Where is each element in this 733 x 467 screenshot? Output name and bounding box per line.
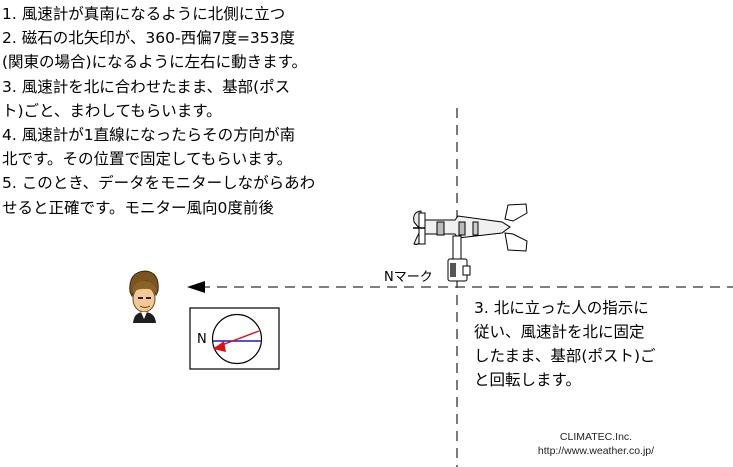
compass-n-label: N (197, 332, 207, 347)
website-url: http://www.weather.co.jp/ (537, 445, 655, 457)
instruction-line: (関東の場合)になるように左右に動きます。 (2, 53, 308, 72)
side-note-line: したまま、基部(ポスト)ご (474, 347, 656, 365)
sight-arrowhead (187, 281, 205, 293)
compass-north-arrow (213, 341, 226, 352)
instruction-line: 5. このとき、データをモニターしながらあわ (2, 174, 316, 193)
anemometer-icon (413, 203, 528, 282)
credit-block: CLIMATEC.Inc. http://www.weather.co.jp/ (506, 430, 686, 458)
instruction-line: せると正確です。モニター風向0度前後 (2, 198, 274, 217)
side-note-line: 3. 北に立った人の指示に (474, 299, 649, 317)
person-icon (129, 270, 159, 323)
instruction-line: 北です。その位置で固定してもらいます。 (2, 150, 293, 169)
side-note: 3. 北に立った人の指示に 従い、風速計を北に固定 したまま、基部(ポスト)ご … (474, 296, 724, 392)
side-note-line: 従い、風速計を北に固定 (474, 323, 645, 341)
instruction-list: 1. 風速計が真南になるように北側に立つ 2. 磁石の北矢印が、360-西偏7度… (2, 2, 372, 220)
instruction-line: 4. 風速計が1直線になったらその方向が南 (2, 126, 296, 145)
instruction-line: ト)ごと、まわしてもらいます。 (2, 101, 222, 120)
instruction-line: 1. 風速計が真南になるように北側に立つ (2, 5, 286, 23)
n-mark-label: Nマーク (384, 270, 433, 285)
instruction-line: 3. 風速計を北に合わせたまま、基部(ポス (2, 77, 291, 96)
company-name: CLIMATEC.Inc. (559, 431, 633, 443)
side-note-line: と回転します。 (474, 371, 581, 389)
instruction-line: 2. 磁石の北矢印が、360-西偏7度=353度 (2, 29, 296, 48)
